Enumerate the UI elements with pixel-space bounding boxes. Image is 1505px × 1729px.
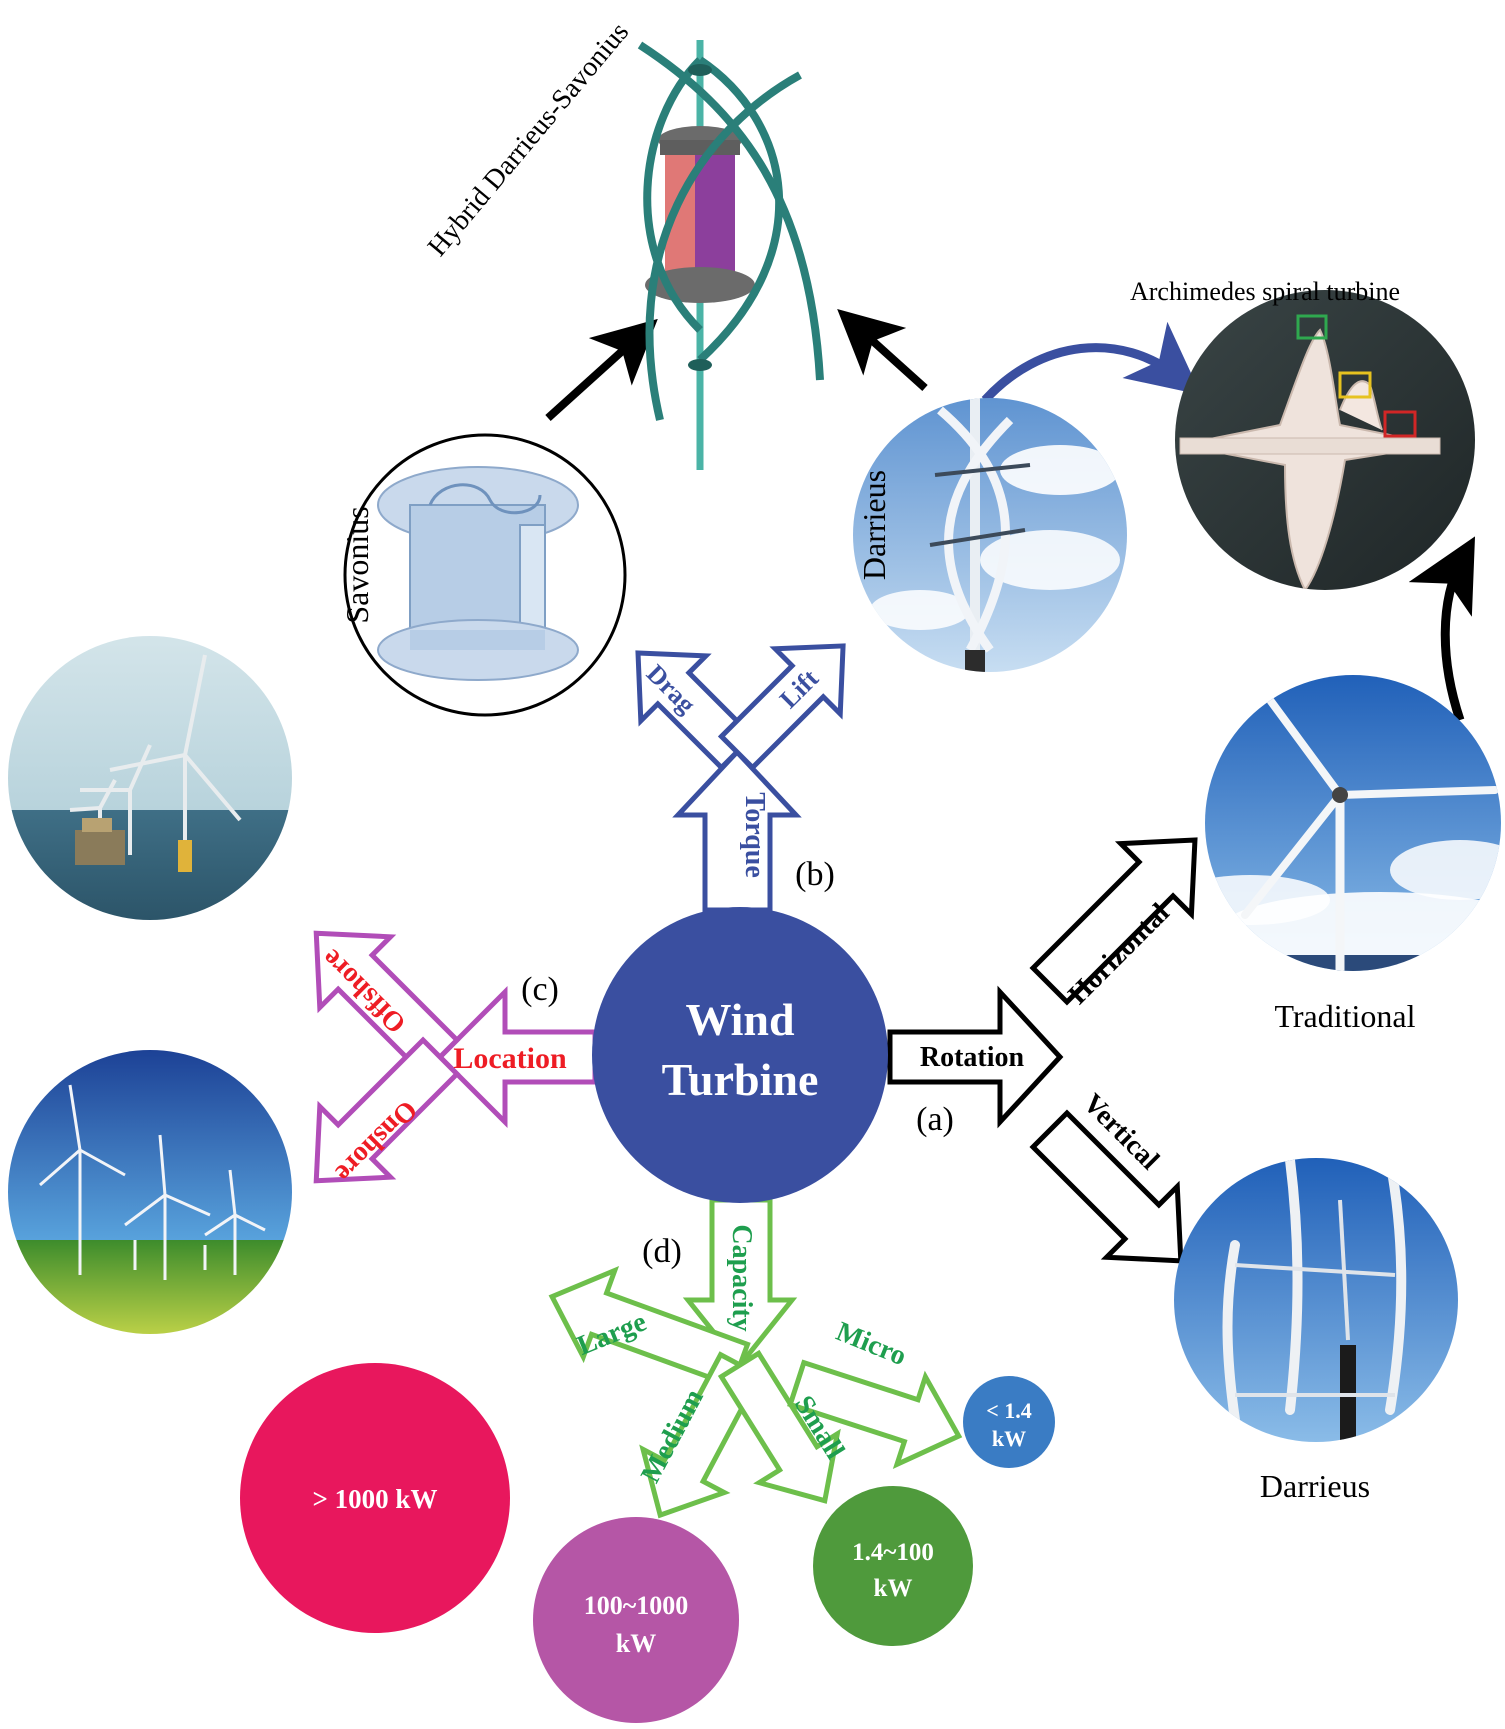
savonius-caption: Savonius [339, 506, 375, 623]
torque-label: Torque [739, 792, 770, 878]
large-value: > 1000 kW [313, 1484, 438, 1514]
micro-value-2: kW [992, 1426, 1026, 1451]
rotation-label: Rotation [920, 1042, 1025, 1073]
micro-arrow [787, 1359, 963, 1470]
branch-b-tag: (b) [795, 856, 835, 893]
location-arrow [436, 985, 598, 1129]
center-line-2: Turbine [662, 1054, 819, 1105]
savonius-to-hybrid-arrow [545, 318, 658, 421]
rotation-arrow-group: Rotation Horizontal Vertical (a) [887, 837, 1198, 1264]
darrieus-to-hybrid-arrow [837, 308, 928, 391]
darrieus-to-spiral-arrow [981, 321, 1202, 404]
darrieus-vertical-image [1174, 1158, 1458, 1442]
branch-a-tag: (a) [916, 1101, 954, 1138]
capacity-medium-circle: 100~1000 kW [533, 1517, 739, 1723]
branch-d-tag: (d) [642, 1233, 682, 1270]
small-value-2: kW [874, 1575, 913, 1602]
darrieus-top-caption: Darrieus [856, 470, 892, 580]
capacity-label: Capacity [726, 1224, 757, 1331]
torque-arrow [672, 748, 802, 913]
vertical-arrow [1029, 1109, 1184, 1264]
onshore-arrow [313, 1036, 461, 1184]
large-arrow [548, 1265, 751, 1389]
offshore-turbines-image [8, 636, 292, 920]
micro-value-1: < 1.4 [986, 1398, 1032, 1423]
medium-value-2: kW [616, 1629, 656, 1658]
capacity-small-circle: 1.4~100 kW [813, 1486, 973, 1646]
onshore-turbines-image [8, 1050, 292, 1334]
micro-label: Micro [832, 1316, 911, 1372]
spiral-caption: Archimedes spiral turbine [1130, 277, 1400, 306]
capacity-arrow-group: Capacity Large Medium Small Micro (d) [548, 1197, 963, 1519]
branch-c-tag: (c) [521, 971, 559, 1008]
horizontal-arrow [1029, 837, 1198, 1006]
capacity-large-circle: > 1000 kW [240, 1363, 510, 1633]
location-arrow-group: Location Offshore Onshore (c) [313, 930, 598, 1188]
darrieus-top-image [853, 398, 1127, 672]
center-line-1: Wind [685, 994, 795, 1045]
darrieus-vertical-caption: Darrieus [1260, 1468, 1370, 1504]
location-label: Location [453, 1042, 567, 1075]
small-value-1: 1.4~100 [852, 1539, 934, 1566]
traditional-turbine-image [1205, 675, 1501, 971]
hybrid-caption: Hybrid Darrieus-Savonius [422, 17, 635, 263]
rotation-arrow [887, 985, 1064, 1129]
hybrid-darrieus-savonius-image [637, 40, 824, 470]
traditional-to-spiral-arrow [1408, 536, 1475, 722]
archimedes-spiral-image [1175, 290, 1475, 590]
lift-arrow [717, 643, 846, 772]
capacity-arrow [682, 1197, 798, 1370]
traditional-caption: Traditional [1274, 998, 1415, 1034]
medium-value-1: 100~1000 [584, 1591, 689, 1620]
small-arrow [717, 1349, 841, 1504]
savonius-image [343, 433, 627, 717]
capacity-micro-circle: < 1.4 kW [963, 1376, 1055, 1468]
wind-turbine-center-node: Wind Turbine [592, 907, 888, 1203]
torque-arrow-group: Torque Drag Lift (b) [635, 643, 846, 913]
